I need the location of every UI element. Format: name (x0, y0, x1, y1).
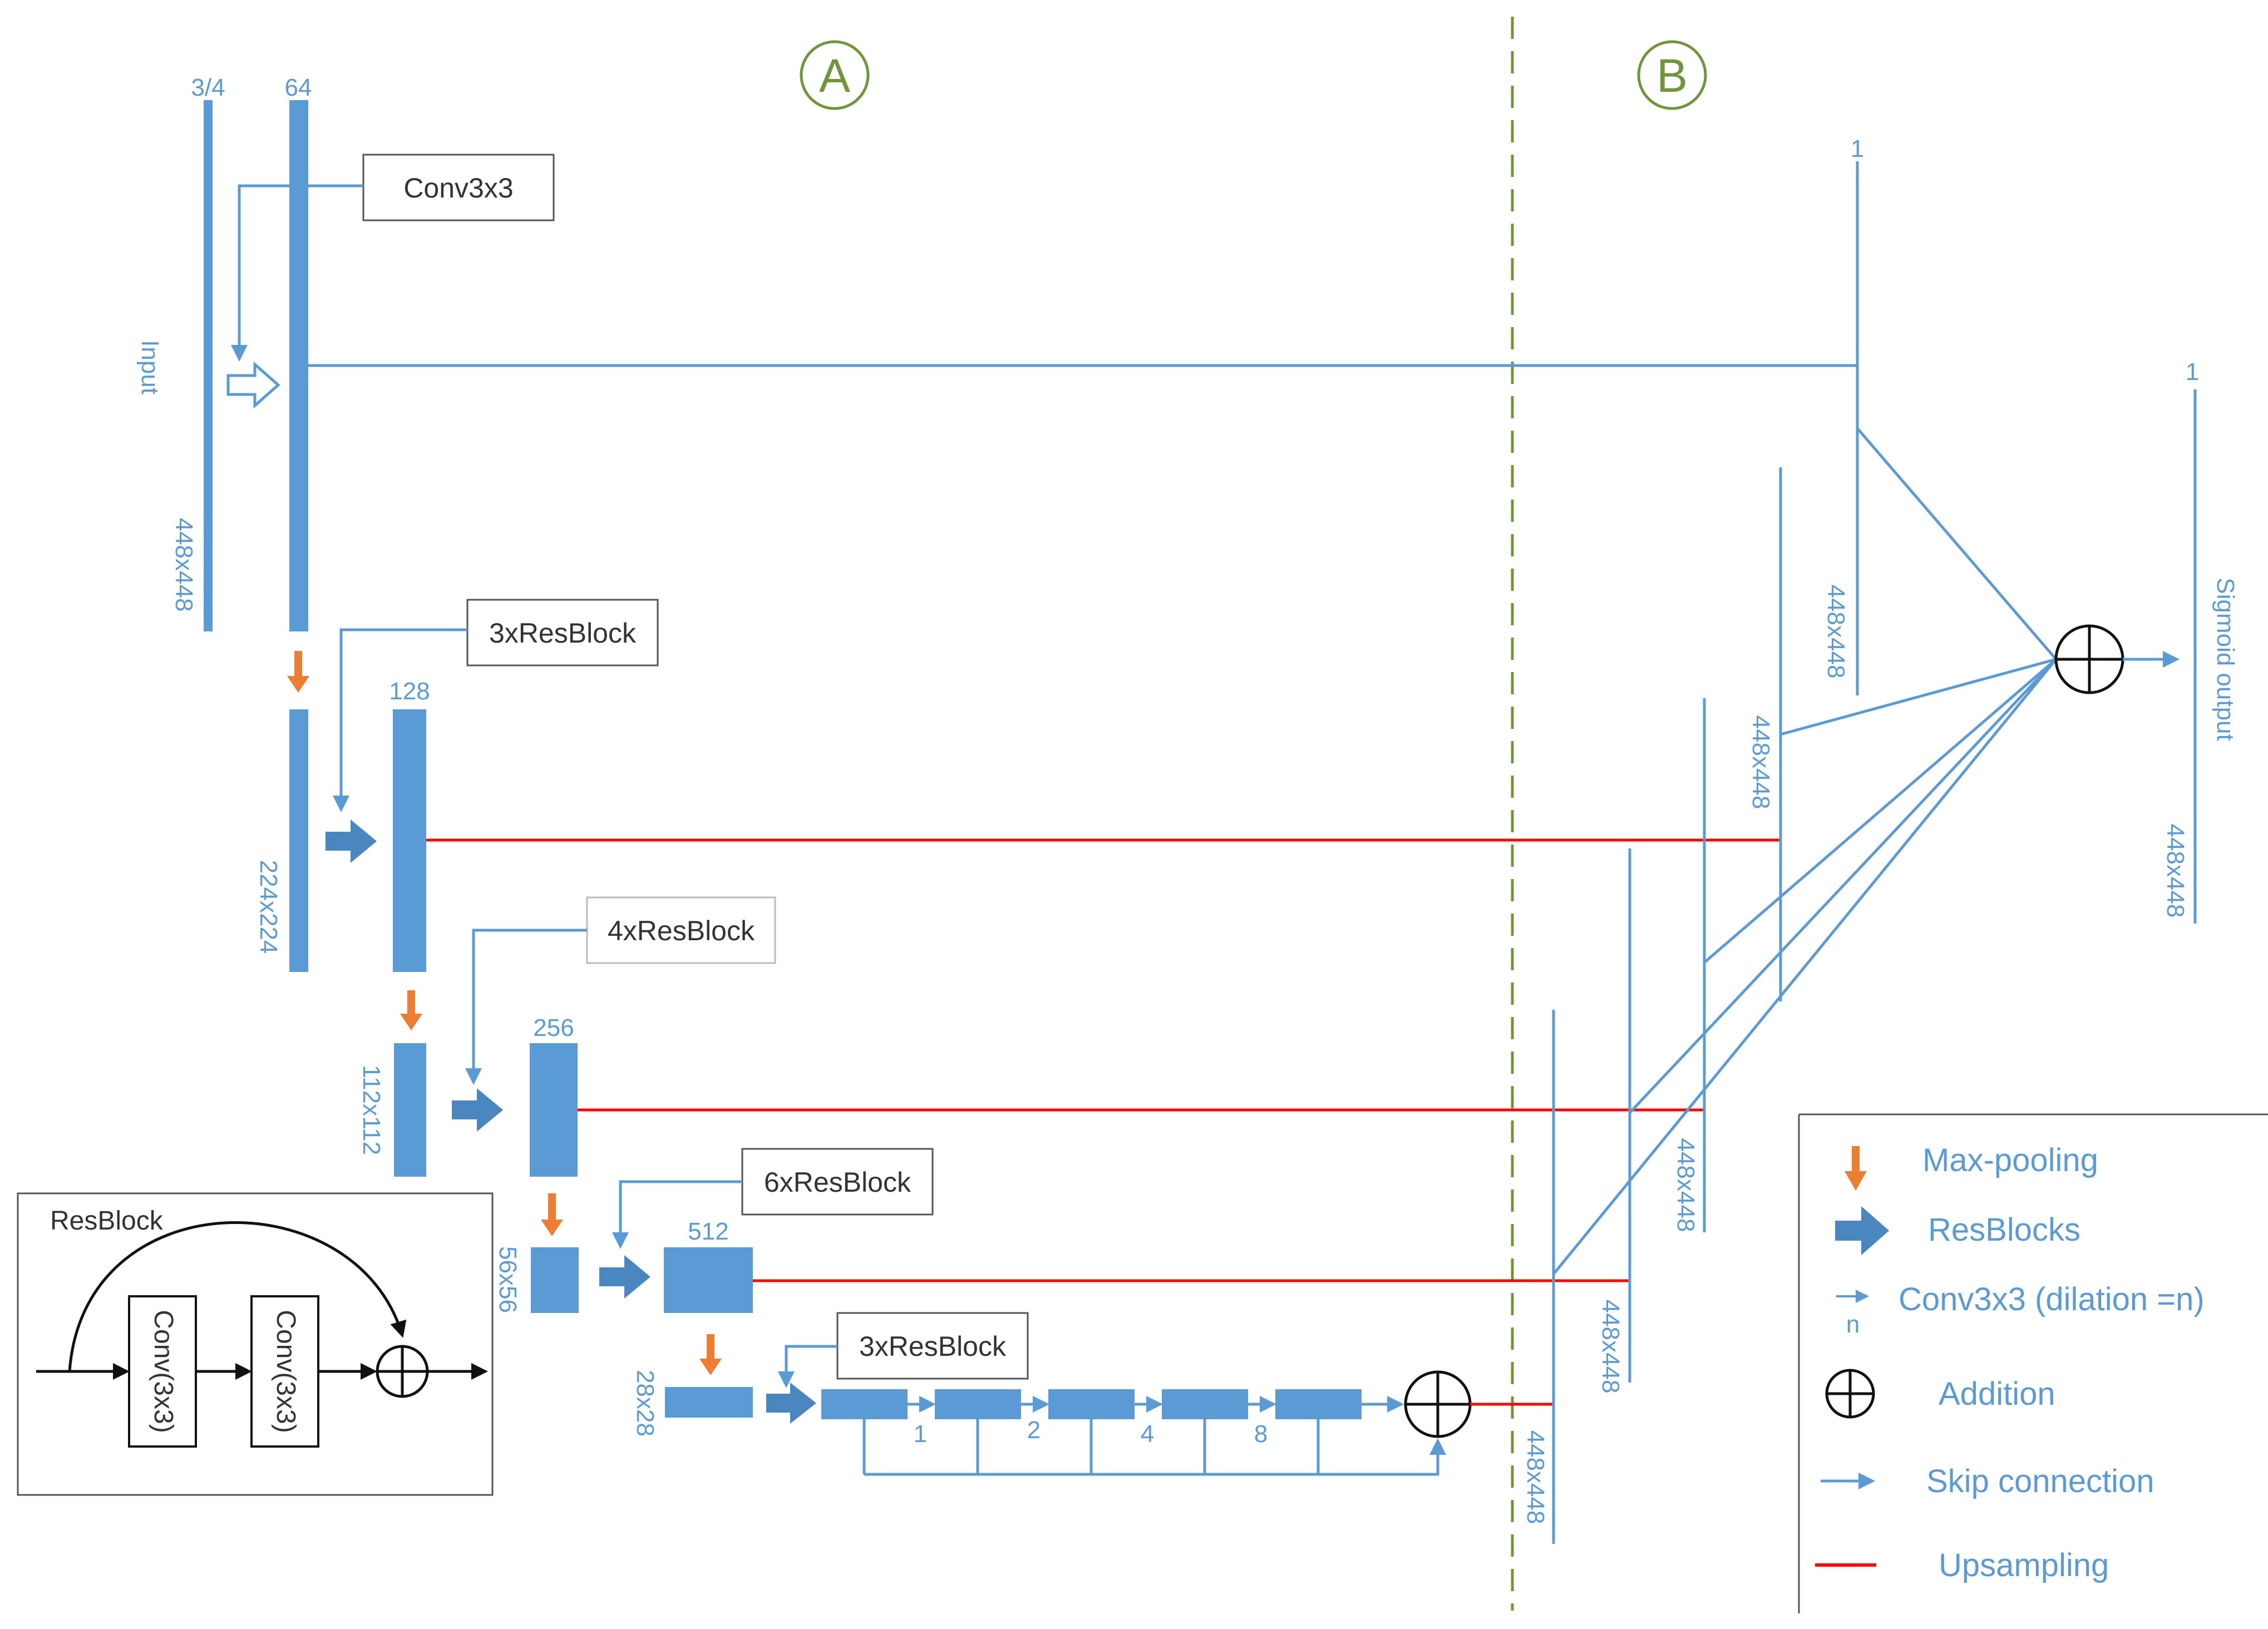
pooled-bar-28 (665, 1387, 753, 1418)
pooled-bar-112 (394, 1043, 426, 1177)
res3b-box-label: 3xResBlock (859, 1331, 1007, 1362)
conv-box: Conv3x3 (362, 154, 555, 221)
maxpool-arrow-icon (287, 651, 309, 693)
level4-channels-label: 512 (688, 1218, 728, 1245)
dilated-block (935, 1389, 1021, 1419)
level3-channels-label: 256 (533, 1014, 574, 1041)
maxpool-arrow-icon (699, 1334, 722, 1375)
resblock-title: ResBlock (50, 1206, 164, 1236)
dilated-block (1162, 1389, 1248, 1419)
conv-hollow-arrow-icon (226, 361, 280, 409)
conv1-feature-bar (289, 100, 308, 631)
input-label: Input (136, 340, 164, 394)
res-bar-128 (393, 709, 426, 972)
conv-box-label: Conv3x3 (403, 172, 513, 204)
side-size-label: 448x448 (1822, 585, 1850, 679)
level4-size-label: 56x56 (494, 1246, 521, 1313)
resblock-conv1-label: Conv(3x3) (149, 1310, 178, 1433)
dilation-label: 8 (1254, 1420, 1268, 1448)
res4-box-label: 4xResBlock (608, 915, 755, 946)
side-size-label: 448x448 (1672, 1138, 1699, 1232)
legend-conv-dilation-label: Conv3x3 (dilation =n) (1899, 1281, 2205, 1317)
dilated-conv-chain: 1 2 4 8 (821, 1389, 1446, 1476)
res3a-box-label: 3xResBlock (489, 618, 637, 649)
res6-connector (612, 1180, 742, 1249)
res3a-connector (333, 628, 467, 812)
dilated-block (1275, 1389, 1362, 1419)
pooled-bar-224 (289, 709, 308, 972)
resblock-legend-icon (1835, 1206, 1889, 1255)
addition-legend-icon (1825, 1369, 1875, 1419)
level1-channels-label: 64 (285, 74, 312, 101)
resblock-inset: ResBlock Conv(3x3) Conv(3x3) (17, 1192, 494, 1496)
res3a-box: 3xResBlock (466, 599, 659, 667)
legend-upsampling-label: Upsampling (1939, 1547, 2109, 1583)
legend: Max-pooling ResBlocks n Conv3x3 (dilatio… (1798, 1113, 2268, 1613)
resblock-conv2-label: Conv(3x3) (271, 1310, 300, 1433)
res4-connector (465, 929, 587, 1085)
input-channels-label: 3/4 (191, 74, 225, 101)
legend-conv-n-label: n (1846, 1311, 1860, 1338)
resblock-arrow-icon (326, 820, 377, 863)
side-size-label: 448x448 (1522, 1430, 1549, 1524)
resblock-arrow-icon (599, 1255, 650, 1299)
dilation-label: 2 (1027, 1416, 1041, 1444)
dilated-sum-icon (1404, 1370, 1472, 1438)
maxpool-arrow-icon (541, 1193, 563, 1236)
legend-skip-label: Skip connection (1926, 1463, 2154, 1499)
level2-channels-label: 128 (389, 678, 430, 705)
fusion-sum-icon (2054, 624, 2124, 694)
level5-size-label: 28x28 (632, 1370, 659, 1437)
legend-maxpool-label: Max-pooling (1922, 1142, 2098, 1178)
res3b-box: 3xResBlock (836, 1312, 1029, 1380)
section-b-label: B (1656, 50, 1688, 102)
input-feature-bar (204, 100, 213, 631)
level2-size-label: 224x224 (255, 860, 282, 954)
dilation-label: 4 (1141, 1420, 1154, 1448)
res4-box: 4xResBlock (586, 896, 776, 964)
res6-box-label: 6xResBlock (764, 1167, 911, 1198)
dilation-label: 1 (914, 1420, 927, 1448)
side-size-label: 448x448 (1597, 1300, 1624, 1394)
resblock-arrow-icon (766, 1383, 816, 1424)
maxpool-arrow-icon (400, 990, 422, 1030)
section-b-marker: B (1637, 40, 1707, 110)
resblock-arrow-icon (452, 1088, 503, 1132)
side-size-label: 448x448 (2162, 824, 2189, 918)
side-size-label: 448x448 (1747, 715, 1774, 809)
output-label: Sigmoid output (2212, 577, 2239, 741)
dilated-block (1048, 1389, 1135, 1419)
res6-box: 6xResBlock (741, 1148, 934, 1216)
dilated-block (821, 1389, 908, 1419)
res-bar-512 (664, 1247, 753, 1313)
maxpool-legend-icon (1845, 1146, 1867, 1191)
fusion-lines (1552, 427, 2057, 1275)
output-channels-label: 1 (2186, 358, 2199, 386)
section-a-marker: A (800, 40, 870, 110)
conv-connector (231, 184, 363, 362)
res-bar-256 (530, 1043, 578, 1177)
legend-addition-label: Addition (1939, 1376, 2055, 1412)
input-size-label: 448x448 (170, 518, 198, 612)
top-channels-label: 1 (1851, 135, 1864, 162)
legend-resblocks-label: ResBlocks (1928, 1212, 2080, 1248)
level3-size-label: 112x112 (358, 1065, 385, 1155)
pooled-bar-56 (531, 1247, 579, 1313)
res3b-connector (778, 1345, 837, 1388)
section-a-label: A (819, 50, 850, 102)
